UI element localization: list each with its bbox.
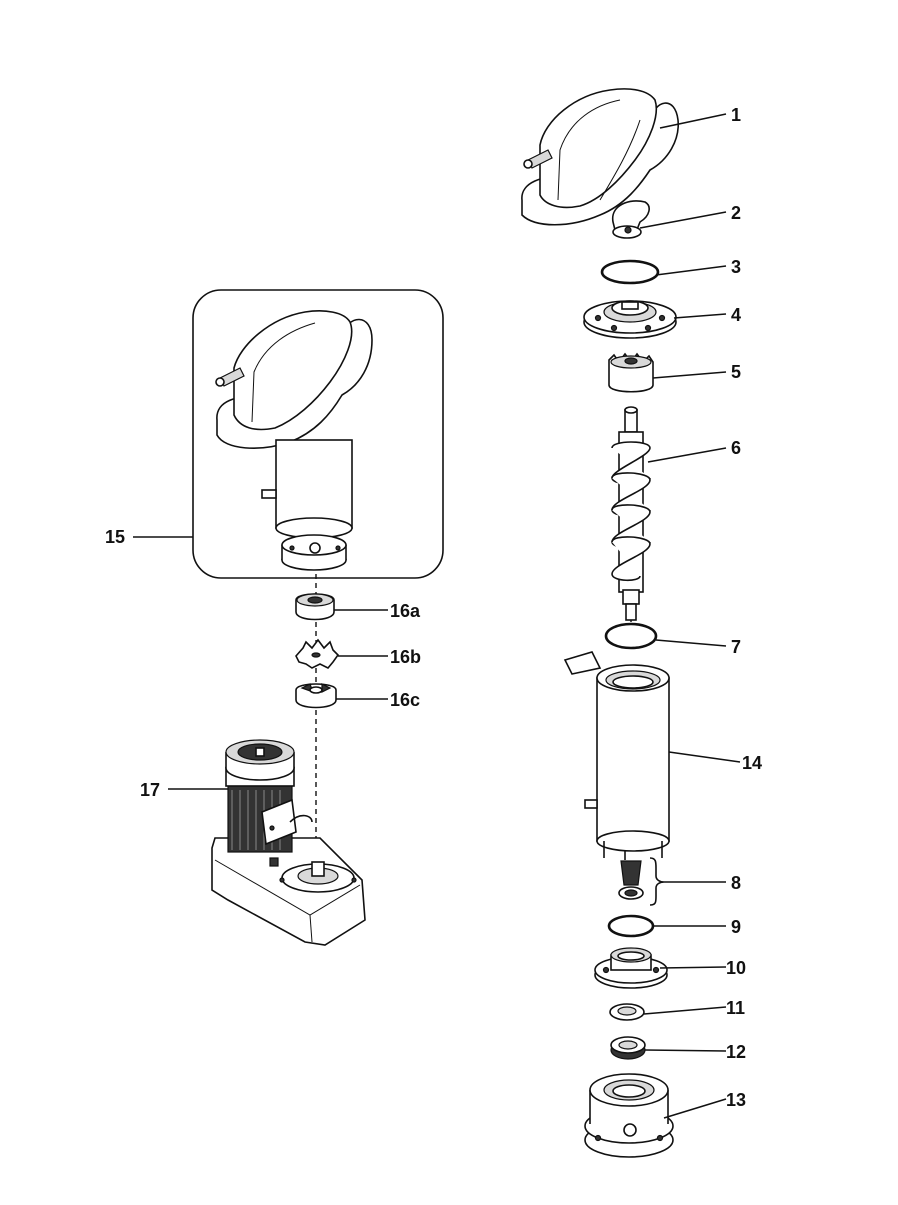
part-7-o-ring (604, 622, 658, 650)
callout-1: 1 (731, 105, 741, 125)
part-11-washer (609, 1003, 645, 1021)
part-4-flange (583, 300, 677, 339)
part-1-hopper (521, 88, 679, 226)
callout-13: 13 (726, 1090, 746, 1110)
callout-16c: 16c (390, 690, 420, 710)
callout-7: 7 (731, 637, 741, 657)
callout-17: 17 (140, 780, 160, 800)
part-9-o-ring (607, 914, 655, 938)
callout-9: 9 (731, 917, 741, 937)
part-16a-coupling (295, 593, 335, 621)
callout-11: 11 (726, 998, 745, 1018)
part-6-auger (611, 406, 651, 621)
part-14-barrel (563, 651, 670, 860)
callout-15: 15 (105, 527, 125, 547)
callout-2: 2 (731, 203, 741, 223)
callout-3: 3 (731, 257, 741, 277)
callout-8: 8 (731, 873, 741, 893)
callout-5: 5 (731, 362, 741, 382)
part-16c-coupling (295, 683, 337, 709)
part-12-bearing (610, 1036, 646, 1060)
callout-12: 12 (726, 1042, 746, 1062)
part-16b-star-gear (295, 638, 340, 669)
part-8-seal-assembly (618, 857, 665, 906)
callout-10: 10 (726, 958, 746, 978)
part-13-base (584, 1073, 674, 1158)
part-17-motor-gearbox (211, 739, 366, 946)
callout-16b: 16b (390, 647, 421, 667)
callout-16a: 16a (390, 601, 421, 621)
part-10-housing (594, 947, 668, 989)
part-2-knob (612, 200, 650, 239)
callout-6: 6 (731, 438, 741, 458)
assembly-15-frame (192, 289, 444, 579)
part-5-cutter (608, 352, 654, 393)
callout-4: 4 (731, 305, 741, 325)
part-3-o-ring (600, 259, 660, 285)
callout-14: 14 (742, 753, 762, 773)
part-15-assembly (215, 310, 373, 571)
